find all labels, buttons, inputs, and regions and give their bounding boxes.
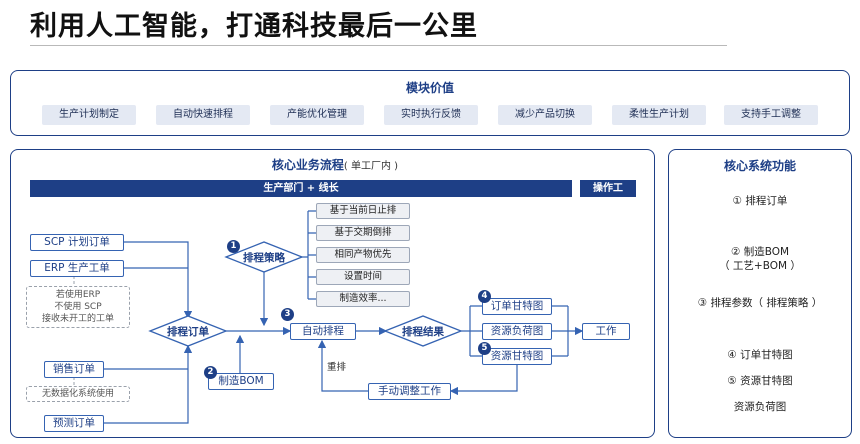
result-label: 排程结果 bbox=[402, 326, 444, 338]
core-functions-heading: 核心系统功能 bbox=[723, 159, 796, 173]
process-heading-suffix: ( 单工厂内 ) bbox=[343, 161, 399, 172]
process-heading: 核心业务流程( 单工厂内 ) bbox=[240, 156, 430, 173]
edge-manual-auto bbox=[317, 339, 368, 392]
schedule-orders-label: 排程订单 bbox=[167, 326, 209, 338]
scp-plan-order: SCP 计划订单 bbox=[30, 234, 124, 251]
value-chip-feedback: 实时执行反馈 bbox=[384, 105, 478, 125]
erp-note-line-3: 接收未开工的工单 bbox=[41, 314, 114, 324]
value-chip-manual: 支持手工调整 bbox=[724, 105, 818, 125]
badge-5: 5 bbox=[478, 342, 491, 355]
diamond-strategy bbox=[224, 241, 304, 273]
module-value-panel bbox=[10, 70, 850, 136]
fn-manufacturing-bom: ② 制造BOM bbox=[730, 246, 790, 258]
manufacturing-bom: 制造BOM bbox=[208, 373, 274, 390]
forecast-order: 预测订单 bbox=[44, 415, 104, 432]
fn-resource-load: 资源负荷图 bbox=[733, 401, 787, 413]
core-functions-panel bbox=[668, 149, 852, 438]
edge-strategy-bracket bbox=[300, 210, 316, 300]
fn-process-bom: （ 工艺+BOM ） bbox=[719, 260, 801, 272]
auto-schedule: 自动排程 bbox=[290, 323, 356, 340]
band-production-dept: 生产部门 + 线长 bbox=[30, 180, 572, 197]
edge-result-bracket bbox=[460, 305, 482, 357]
resource-load: 资源负荷图 bbox=[482, 323, 552, 340]
manual-adjust: 手动调整工作 bbox=[368, 383, 451, 400]
erp-note-line-2: 不使用 SCP bbox=[54, 302, 102, 312]
strategy-backward: 基于交期倒排 bbox=[316, 225, 410, 241]
strategy-label: 排程策略 bbox=[243, 252, 285, 264]
process-heading-text: 核心业务流程 bbox=[271, 158, 344, 172]
value-chip-auto: 自动快速排程 bbox=[156, 105, 250, 125]
sales-order: 销售订单 bbox=[44, 361, 104, 378]
erp-note-line-1: 若使用ERP bbox=[55, 290, 101, 300]
value-chip-capacity: 产能优化管理 bbox=[270, 105, 364, 125]
edge-forecast bbox=[104, 344, 193, 424]
resource-gantt: 资源甘特图 bbox=[482, 348, 552, 365]
title-divider bbox=[30, 45, 727, 46]
fn-resource-gantt: ⑤ 资源甘特图 bbox=[727, 375, 793, 387]
badge-1: 1 bbox=[227, 240, 240, 253]
work: 工作 bbox=[582, 323, 630, 340]
module-value-heading: 模块价值 bbox=[405, 81, 454, 95]
strategy-efficiency: 制造效率... bbox=[316, 291, 410, 307]
edge-gantt-bracket bbox=[552, 305, 582, 357]
strategy-setup-time: 设置时间 bbox=[316, 269, 410, 285]
fn-schedule-params: ③ 排程参数（ 排程策略 ） bbox=[697, 297, 823, 309]
badge-2: 2 bbox=[204, 366, 217, 379]
sales-note: 无数据化系统使用 bbox=[26, 386, 130, 402]
badge-3: 3 bbox=[281, 308, 294, 321]
value-chip-plan: 生产计划制定 bbox=[42, 105, 136, 125]
fn-schedule-orders: ① 排程订单 bbox=[732, 195, 788, 207]
fn-order-gantt: ④ 订单甘特图 bbox=[727, 349, 793, 361]
strategy-forward: 基于当前日止排 bbox=[316, 203, 410, 219]
strategy-same-product: 相同产物优先 bbox=[316, 247, 410, 263]
edge-gantt-manual bbox=[449, 364, 518, 396]
band-operator: 操作工 bbox=[580, 180, 636, 197]
badge-4: 4 bbox=[478, 290, 491, 303]
diamond-result bbox=[383, 315, 463, 347]
erp-note: 若使用ERP 不使用 SCP 接收未开工的工单 bbox=[26, 286, 130, 328]
page-title: 利用人工智能，打通科技最后一公里 bbox=[30, 11, 478, 42]
edge-scp-down bbox=[124, 241, 193, 320]
diamond-schedule-orders bbox=[148, 315, 228, 347]
erp-work-order: ERP 生产工单 bbox=[30, 260, 124, 277]
reschedule-label: 重排 bbox=[327, 362, 347, 373]
value-chip-switch: 减少产品切换 bbox=[498, 105, 592, 125]
order-gantt: 订单甘特图 bbox=[482, 298, 552, 315]
value-chip-flexible: 柔性生产计划 bbox=[612, 105, 706, 125]
